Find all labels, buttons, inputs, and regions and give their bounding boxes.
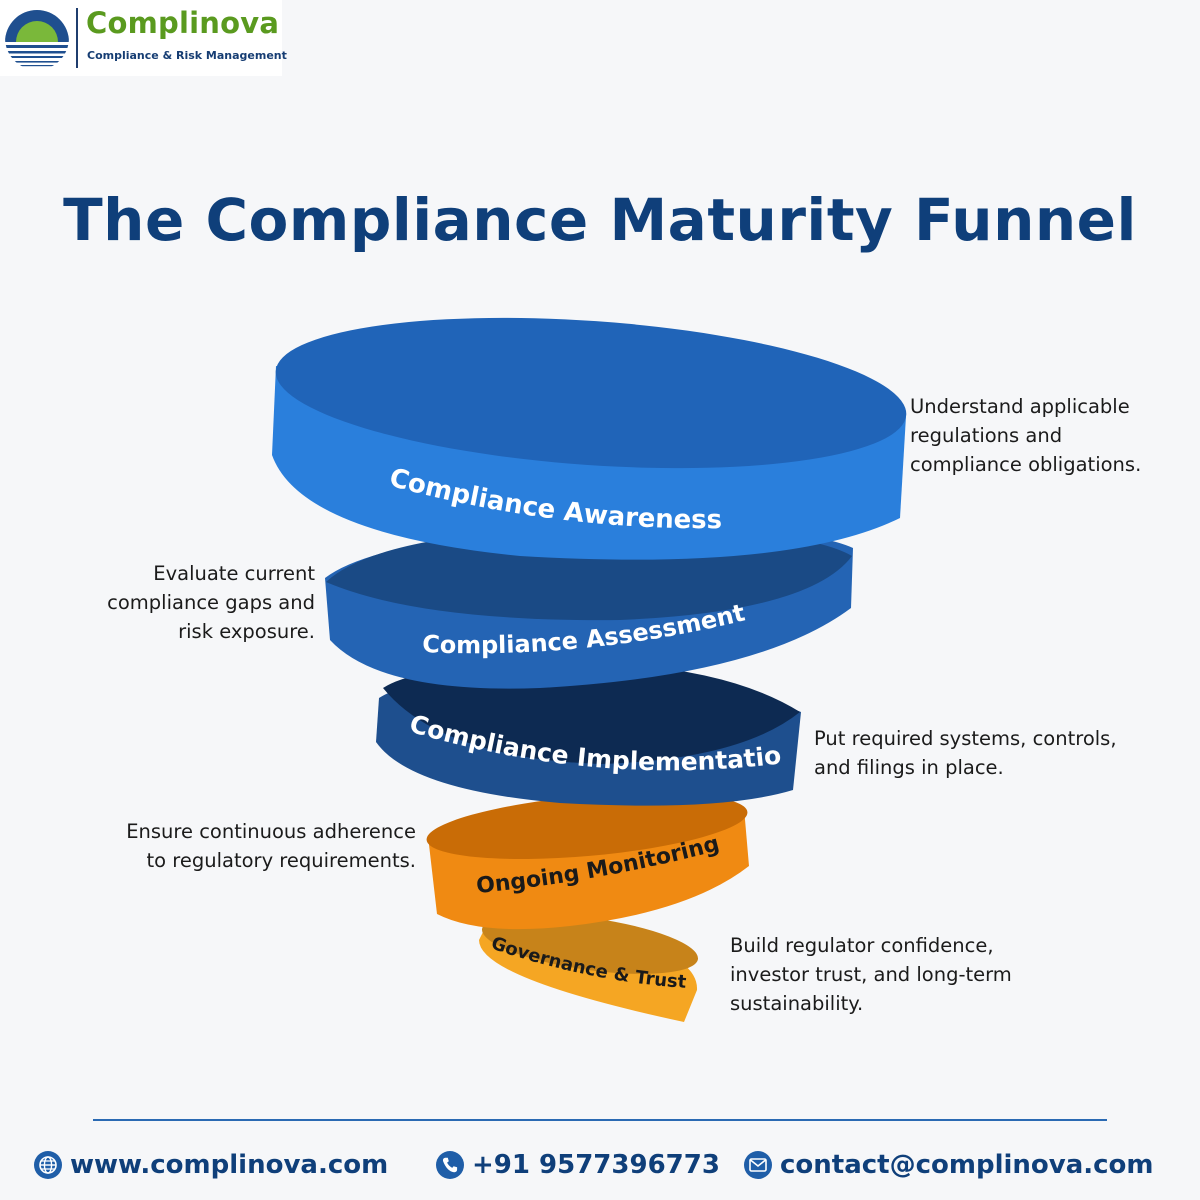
email-text: contact@complinova.com	[780, 1150, 1154, 1180]
phone-link[interactable]: +91 9577396773	[436, 1143, 720, 1187]
brand-name: Complinova	[86, 6, 280, 40]
globe-icon	[34, 1151, 62, 1179]
sunrise-logo-icon	[5, 6, 69, 70]
description-assessment: Evaluate current compliance gaps and ris…	[107, 562, 315, 643]
description-awareness: Understand applicable regulations and co…	[910, 395, 1142, 476]
footer-divider	[93, 1119, 1107, 1121]
brand-logo[interactable]: Complinova Compliance & Risk Management	[0, 0, 287, 76]
description-governance: Build regulator confidence, investor tru…	[730, 934, 1012, 1015]
website-link[interactable]: www.complinova.com	[34, 1143, 388, 1187]
mail-icon	[744, 1151, 772, 1179]
description-monitoring: Ensure continuous adherence to regulator…	[126, 820, 416, 872]
phone-text: +91 9577396773	[472, 1150, 720, 1180]
page-title: The Compliance Maturity Funnel	[63, 186, 1137, 254]
funnel-layer-governance-trust	[479, 912, 698, 1022]
funnel-layer-compliance-implementation	[376, 662, 801, 806]
phone-icon	[436, 1151, 464, 1179]
funnel-layer-compliance-awareness	[272, 317, 907, 560]
funnel-layer-ongoing-monitoring	[426, 792, 749, 930]
logo-divider	[76, 8, 78, 68]
description-implementation: Put required systems, controls, and fili…	[814, 727, 1117, 779]
email-link[interactable]: contact@complinova.com	[744, 1143, 1154, 1187]
brand-tagline: Compliance & Risk Management	[87, 49, 287, 62]
website-text: www.complinova.com	[70, 1150, 389, 1180]
